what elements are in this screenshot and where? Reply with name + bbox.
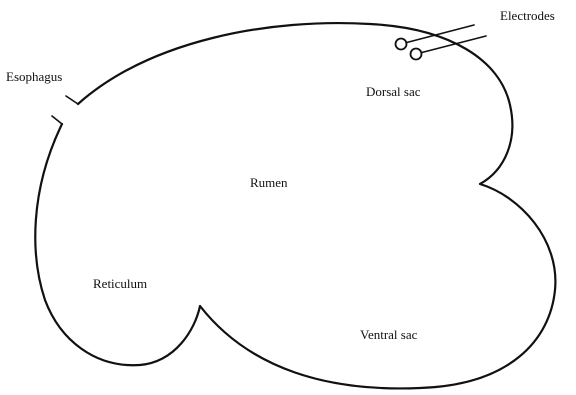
- esophagus-stub-upper: [66, 96, 78, 104]
- electrode-tip-upper: [396, 39, 407, 50]
- reticulum-label: Reticulum: [93, 276, 147, 291]
- ventral-sac-label: Ventral sac: [360, 327, 418, 342]
- electrode-tip-lower: [411, 49, 422, 60]
- esophagus-label: Esophagus: [6, 69, 62, 84]
- rumen-label: Rumen: [250, 175, 288, 190]
- esophagus-stub-lower: [52, 116, 62, 124]
- electrode-wire-lower: [416, 36, 486, 54]
- stomach-outline: [35, 23, 555, 388]
- electrodes-label: Electrodes: [500, 8, 555, 23]
- dorsal-sac-label: Dorsal sac: [366, 84, 421, 99]
